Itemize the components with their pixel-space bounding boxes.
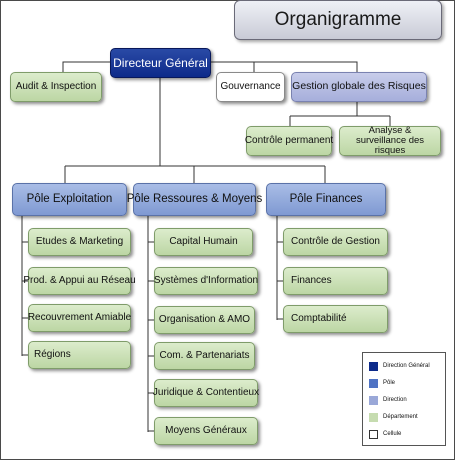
legend-swatch — [369, 395, 378, 405]
dept-recouvrement-amiable[interactable]: Recouvrement Amiable — [28, 304, 131, 332]
dept-capital-humain[interactable]: Capital Humain — [154, 228, 253, 256]
legend-label: Département — [383, 414, 418, 420]
legend-item: Pôle — [369, 378, 395, 388]
legend-item: Cellule — [369, 429, 401, 439]
controle-permanent-node[interactable]: Contrôle permanent — [245, 126, 333, 156]
legend: Direction Général Pôle Direction Départe… — [362, 352, 446, 446]
legend-item: Direction Général — [369, 361, 430, 371]
legend-label: Cellule — [383, 431, 402, 437]
legend-label: Pôle — [383, 380, 396, 386]
legend-label: Direction Général — [383, 363, 430, 369]
legend-swatch — [369, 412, 378, 422]
pole-finances[interactable]: Pôle Finances — [266, 183, 386, 216]
legend-item: Département — [369, 412, 418, 422]
directeur-general-node[interactable]: Directeur Général — [110, 48, 211, 78]
dept-comptabilite[interactable]: Comptabilité — [283, 305, 388, 333]
gestion-risques-node[interactable]: Gestion globale des Risques — [291, 72, 427, 102]
legend-label: Direction — [383, 397, 407, 403]
dept-moyens-generaux[interactable]: Moyens Généraux — [154, 417, 258, 445]
dept-organisation-amo[interactable]: Organisation & AMO — [154, 306, 255, 334]
legend-swatch — [369, 361, 378, 371]
legend-swatch — [369, 429, 378, 439]
dept-finances[interactable]: Finances — [283, 267, 388, 295]
dept-regions[interactable]: Régions — [28, 341, 131, 369]
dept-prod-appui-reseau[interactable]: Prod. & Appui au Réseau — [23, 267, 136, 295]
pole-exploitation[interactable]: Pôle Exploitation — [12, 183, 127, 216]
legend-swatch — [369, 378, 378, 388]
dept-systemes-information[interactable]: Systèmes d'Information — [154, 267, 258, 295]
page-title: Organigramme — [234, 0, 442, 40]
analyse-surveillance-node[interactable]: Analyse & surveillance des risques — [339, 126, 441, 156]
dept-controle-gestion[interactable]: Contrôle de Gestion — [283, 228, 388, 256]
dept-etudes-marketing[interactable]: Etudes & Marketing — [28, 228, 131, 256]
legend-item: Direction — [369, 395, 407, 405]
gouvernance-node[interactable]: Gouvernance — [216, 72, 285, 102]
pole-ressources-moyens[interactable]: Pôle Ressoures & Moyens — [127, 183, 262, 216]
audit-inspection-node[interactable]: Audit & Inspection — [10, 72, 102, 102]
dept-com-partenariats[interactable]: Com. & Partenariats — [154, 342, 255, 370]
dept-juridique-contentieux[interactable]: Juridique & Contentieux — [153, 379, 259, 407]
